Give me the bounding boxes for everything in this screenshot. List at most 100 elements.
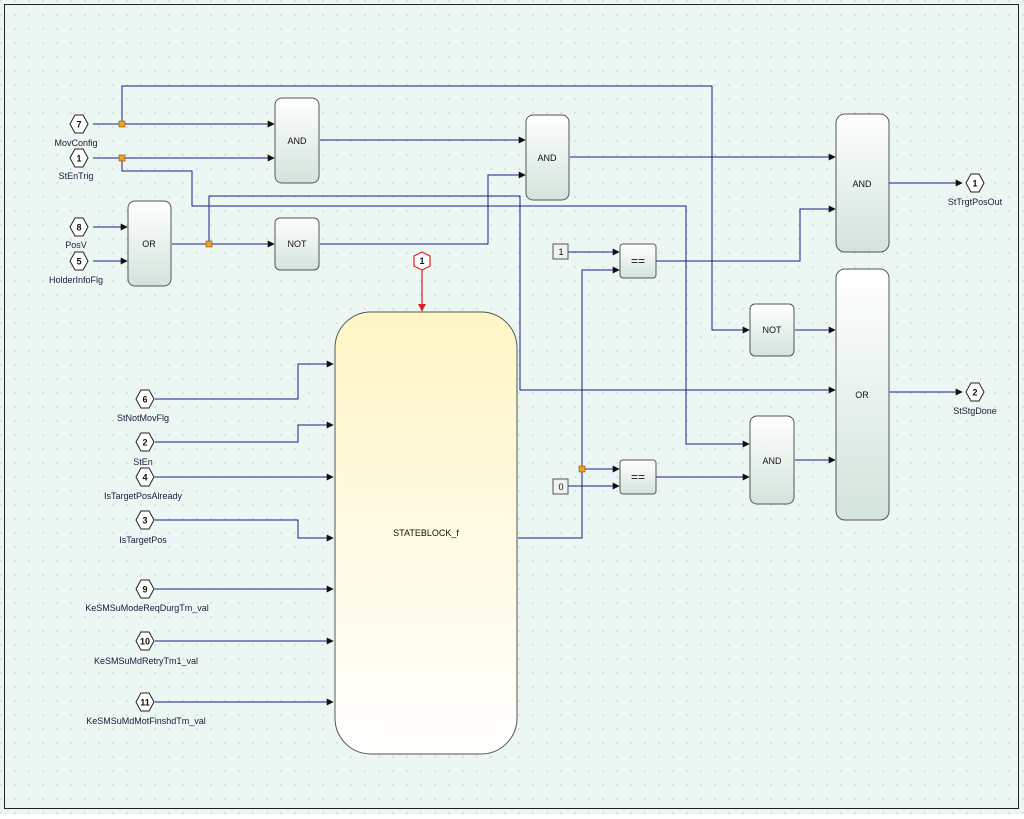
inport-port-label: MovConfig: [54, 138, 97, 148]
inport-port-number: 6: [142, 395, 147, 405]
inport-port-number: 9: [142, 585, 147, 595]
and-block-3[interactable]: [835, 113, 890, 253]
constant-0-value: 0: [558, 482, 563, 492]
inport-port-shape: [135, 510, 155, 530]
junction-point: [118, 120, 126, 128]
equal-block-2-label: ==: [631, 470, 645, 484]
inport-port-label: PosV: [65, 240, 87, 250]
or-block-2[interactable]: [835, 268, 890, 521]
inport-port-shape: [135, 389, 155, 409]
and-block-4[interactable]: [749, 415, 795, 505]
inport-port-shape: [69, 114, 89, 134]
outport-port-shape: [965, 382, 985, 402]
wire-state-eq1[interactable]: [518, 266, 620, 539]
or-block-2-label: OR: [855, 390, 869, 400]
inport-port-number: 4: [142, 473, 147, 483]
inport-port-shape: [135, 579, 155, 599]
inport-port-shape: [135, 631, 155, 651]
inport-port-shape: [69, 217, 89, 237]
outport-port-number: 2: [972, 388, 977, 398]
equal-block-1[interactable]: [619, 243, 657, 279]
inport-port-number: 7: [76, 120, 81, 130]
inport-port-number: 2: [142, 438, 147, 448]
inport-port-label: KeSMSuModeReqDurgTm_val: [85, 603, 209, 613]
not-block-1-label: NOT: [288, 239, 308, 249]
stateblock[interactable]: [334, 311, 518, 755]
inport-port-label: StEnTrig: [59, 171, 94, 181]
and-block-2-label: AND: [537, 153, 557, 163]
and-block-4-label: AND: [762, 456, 782, 466]
not-block-1[interactable]: [274, 217, 320, 271]
wire-stentrig-and4[interactable]: [121, 158, 750, 448]
trigger-port[interactable]: 1: [413, 251, 431, 271]
inport-port-label: HolderInfoFlg: [49, 275, 103, 285]
inport-port-number: 8: [76, 223, 81, 233]
junction-point: [118, 154, 126, 162]
and-block-3-label: AND: [852, 179, 872, 189]
outport-port-label: StTrgtPosOut: [948, 197, 1003, 207]
inport-port-number: 5: [76, 257, 81, 267]
inport-port-shape: [69, 251, 89, 271]
wire-eq1-and3[interactable]: [656, 205, 836, 262]
inport-port-label: KeSMSuMdRetryTm1_val: [94, 656, 198, 666]
wire-movconfig-not2[interactable]: [121, 85, 750, 334]
trigger-port-number: 1: [419, 256, 424, 266]
wire-or1-or2[interactable]: [208, 195, 836, 394]
inport-port-number: 3: [142, 516, 147, 526]
equal-block-1-label: ==: [631, 254, 645, 268]
constant-1-value: 1: [558, 247, 563, 257]
diagram-frame: [4, 4, 1019, 809]
ports: 7MovConfig1StEnTrig8PosV5HolderInfoFlg6S…: [49, 114, 1003, 726]
and-block-1-label: AND: [287, 136, 307, 146]
inport-port-label: IsTargetPosAlready: [104, 491, 183, 501]
and-block-1[interactable]: [274, 97, 320, 184]
inport-port-shape: [69, 148, 89, 168]
inport-port-label: StNotMovFlg: [117, 413, 169, 423]
inport-port-shape: [135, 692, 155, 712]
outport-port-label: StStgDone: [953, 406, 997, 416]
inport-port-shape: [135, 467, 155, 487]
and-block-2[interactable]: [525, 114, 570, 201]
constant-block-0[interactable]: [552, 478, 569, 495]
equal-block-2[interactable]: [619, 459, 657, 495]
inport-port-number: 10: [140, 637, 150, 647]
inport-port-label: IsTargetPos: [119, 535, 167, 545]
constant-block-1[interactable]: [552, 243, 569, 260]
outport-port-number: 1: [972, 179, 977, 189]
outport-port-shape: [965, 173, 985, 193]
junction-point: [578, 465, 586, 473]
not-block-2-label: NOT: [763, 325, 783, 335]
inport-port-label: KeSMSuMdMotFinshdTm_val: [86, 716, 206, 726]
inport-port-number: 11: [140, 698, 150, 708]
not-block-2[interactable]: [749, 303, 795, 357]
wire-istargetpos-state[interactable]: [155, 519, 334, 542]
inport-port-label: StEn: [133, 457, 153, 467]
wire-not1-and2[interactable]: [320, 171, 526, 245]
inport-port-shape: [135, 432, 155, 452]
stateblock-label: STATEBLOCK_f: [393, 528, 459, 538]
wire-stnotmov-state[interactable]: [155, 360, 334, 400]
wire-sten-state[interactable]: [155, 421, 334, 443]
trigger-port-shape: [413, 251, 431, 271]
wires: [93, 85, 963, 706]
junction-point: [205, 240, 213, 248]
or-block-1[interactable]: [127, 200, 172, 287]
inport-port-number: 1: [76, 154, 81, 164]
junctions: [118, 120, 586, 473]
or-block-1-label: OR: [142, 239, 156, 249]
